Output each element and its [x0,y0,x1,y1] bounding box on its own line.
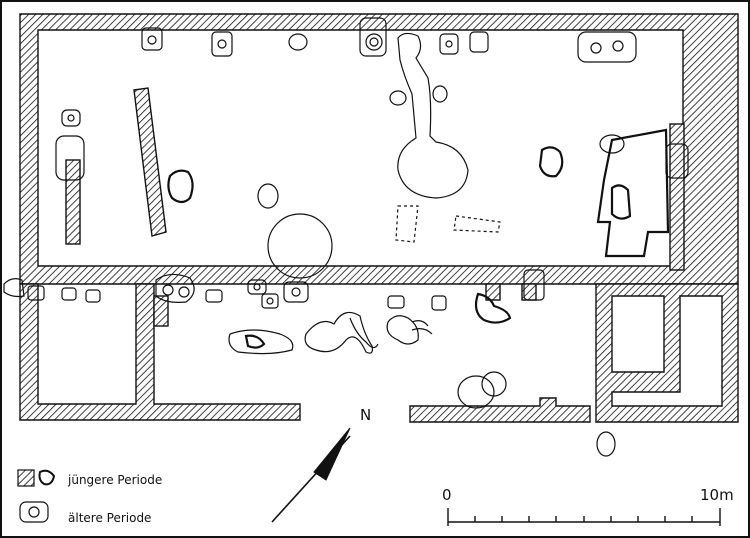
legend-older-label: ältere Periode [68,511,151,525]
posthole [257,183,279,209]
pit-southern [228,329,294,355]
north-label: N [360,406,371,424]
pit-southern-complex [304,311,373,354]
dashed-feature [453,215,501,233]
posthole-cluster [155,273,195,303]
legend-younger-label: jüngere Periode [67,473,162,487]
south-wall-center [409,397,591,423]
posthole-double [577,31,637,63]
structure-east-inner [610,184,632,220]
wall-stub-1 [485,283,501,301]
posthole [141,27,163,51]
main-hall-wall [19,13,739,285]
scale-end-label: 10m [700,486,734,504]
diagonal-wall [133,87,167,237]
southwest-room-wall [19,283,301,421]
north-arrow: N [271,406,371,523]
younger-walls [19,13,739,423]
pit-west [167,169,194,204]
posthole [469,31,489,53]
posthole [3,278,25,298]
scale-start-label: 0 [442,486,452,504]
pit-southern-east [386,315,419,345]
dashed-feature [395,205,419,243]
legend-older-swatch [19,501,49,523]
younger-features [167,128,670,349]
posthole [288,33,308,51]
legend-younger-feature-swatch [38,469,56,486]
pit-west-older [55,135,85,181]
posthole [359,17,387,57]
wall-stub-3 [153,295,169,327]
posthole [61,109,81,127]
scale-bar: 0 10m [442,486,734,526]
vertical-wall-east [669,123,685,271]
round-pit-south [457,375,495,409]
posthole [665,143,689,179]
posthole [211,31,233,57]
structure-east [596,128,670,258]
round-pit [267,213,333,279]
pit-center-east [538,146,564,178]
pit-small [244,334,266,349]
elongated-pit [397,32,469,199]
legend-younger-swatch [17,469,35,487]
round-pit-south-small [481,371,507,397]
posthole [599,134,625,154]
legend: jüngere Periode ältere Periode [17,469,162,525]
posthole-outside [596,431,616,457]
east-rooms-wall [595,283,739,423]
pit-south [474,292,512,324]
posthole [439,33,459,55]
older-features [3,17,689,457]
vertical-wall-west [65,159,81,245]
